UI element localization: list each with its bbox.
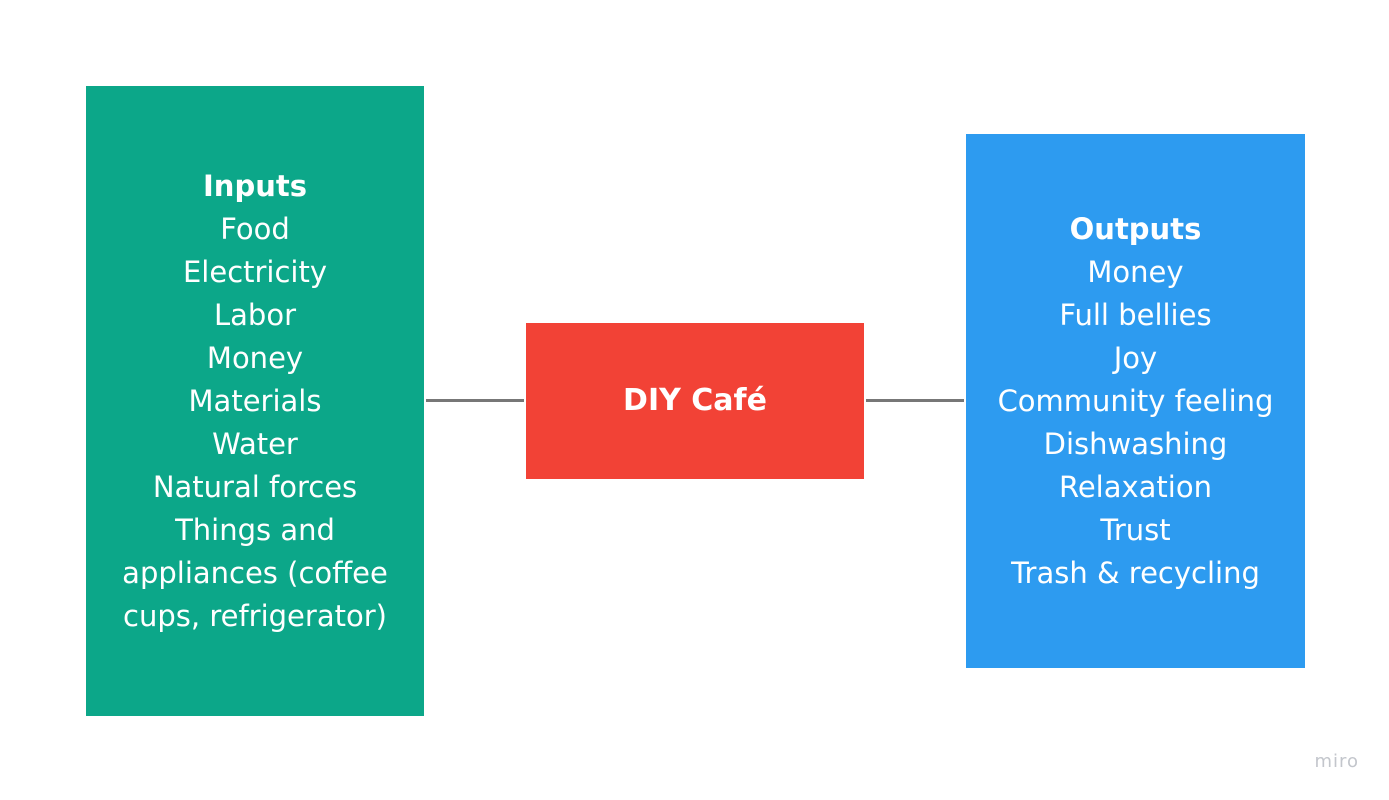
outputs-title: Outputs — [1069, 211, 1202, 246]
outputs-item-community-feeling: Community feeling — [997, 383, 1274, 418]
inputs-title: Inputs — [203, 168, 307, 203]
inputs-item-money: Money — [206, 340, 304, 375]
inputs-item-labor: Labor — [213, 297, 296, 332]
inputs-item-electricity: Electricity — [182, 254, 328, 289]
inputs-item-food: Food — [220, 211, 290, 246]
outputs-item-relaxation: Relaxation — [1058, 469, 1212, 504]
inputs-box: Inputs Food Electricity Labor Money Mate… — [86, 86, 424, 716]
outputs-list: Money Full bellies Joy Community feeling… — [998, 251, 1274, 595]
connector-inputs-to-center — [426, 399, 524, 402]
outputs-item-trust: Trust — [1100, 512, 1171, 547]
inputs-item-materials: Materials — [188, 383, 322, 418]
inputs-list: Food Electricity Labor Money Materials W… — [113, 208, 398, 638]
inputs-item-things-and-appliances: Things and appliances (coffee cups, refr… — [122, 512, 388, 633]
outputs-item-dishwashing: Dishwashing — [1043, 426, 1228, 461]
center-label: DIY Café — [623, 383, 767, 418]
center-box: DIY Café — [526, 323, 864, 479]
outputs-item-money: Money — [1087, 254, 1184, 289]
outputs-item-full-bellies: Full bellies — [1059, 297, 1212, 332]
inputs-item-water: Water — [212, 426, 298, 461]
inputs-item-natural-forces: Natural forces — [152, 469, 358, 504]
outputs-box: Outputs Money Full bellies Joy Community… — [966, 134, 1305, 668]
connector-center-to-outputs — [866, 399, 964, 402]
outputs-item-joy: Joy — [1113, 340, 1158, 375]
miro-watermark: miro — [1314, 751, 1359, 772]
outputs-item-trash-and-recycling: Trash & recycling — [1011, 555, 1260, 590]
